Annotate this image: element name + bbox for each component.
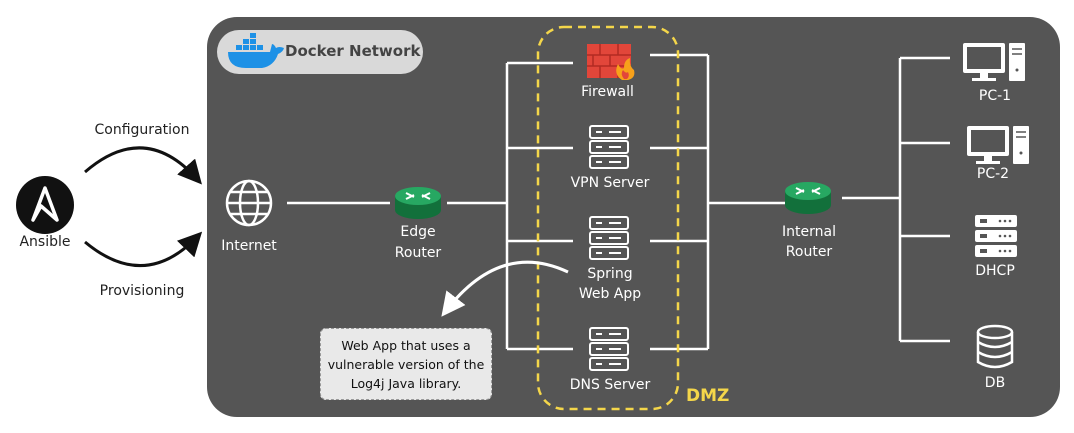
internet-label: Internet — [221, 238, 277, 254]
callout-line-2: vulnerable version of the — [327, 356, 485, 372]
edge-router-label-1: Edge — [400, 224, 436, 240]
configuration-label: Configuration — [94, 122, 190, 138]
firewall-label: Firewall — [581, 84, 634, 100]
pc-1-label: PC-1 — [978, 88, 1012, 104]
pc-2-label: PC-2 — [976, 166, 1010, 182]
callout-line-1: Web App that uses a — [341, 337, 471, 353]
spring-web-app-label-2: Web App — [578, 286, 642, 302]
dns-server-label: DNS Server — [569, 377, 651, 393]
internal-router-label-1: Internal — [782, 224, 836, 240]
ansible-label: Ansible — [19, 234, 71, 250]
db-label: DB — [984, 375, 1006, 391]
provisioning-label: Provisioning — [99, 283, 185, 299]
vulnerability-callout: Web App that uses a vulnerable version o… — [320, 328, 492, 400]
spring-web-app-label-1: Spring — [587, 266, 633, 282]
dmz-label: DMZ — [686, 386, 730, 406]
callout-line-3: Log4j Java library. — [350, 375, 462, 391]
vpn-server-label: VPN Server — [570, 175, 650, 191]
internal-router-label-2: Router — [785, 244, 833, 260]
dhcp-label: DHCP — [975, 263, 1015, 279]
docker-network-label: Docker Network — [285, 42, 421, 60]
edge-router-label-2: Router — [394, 245, 442, 261]
